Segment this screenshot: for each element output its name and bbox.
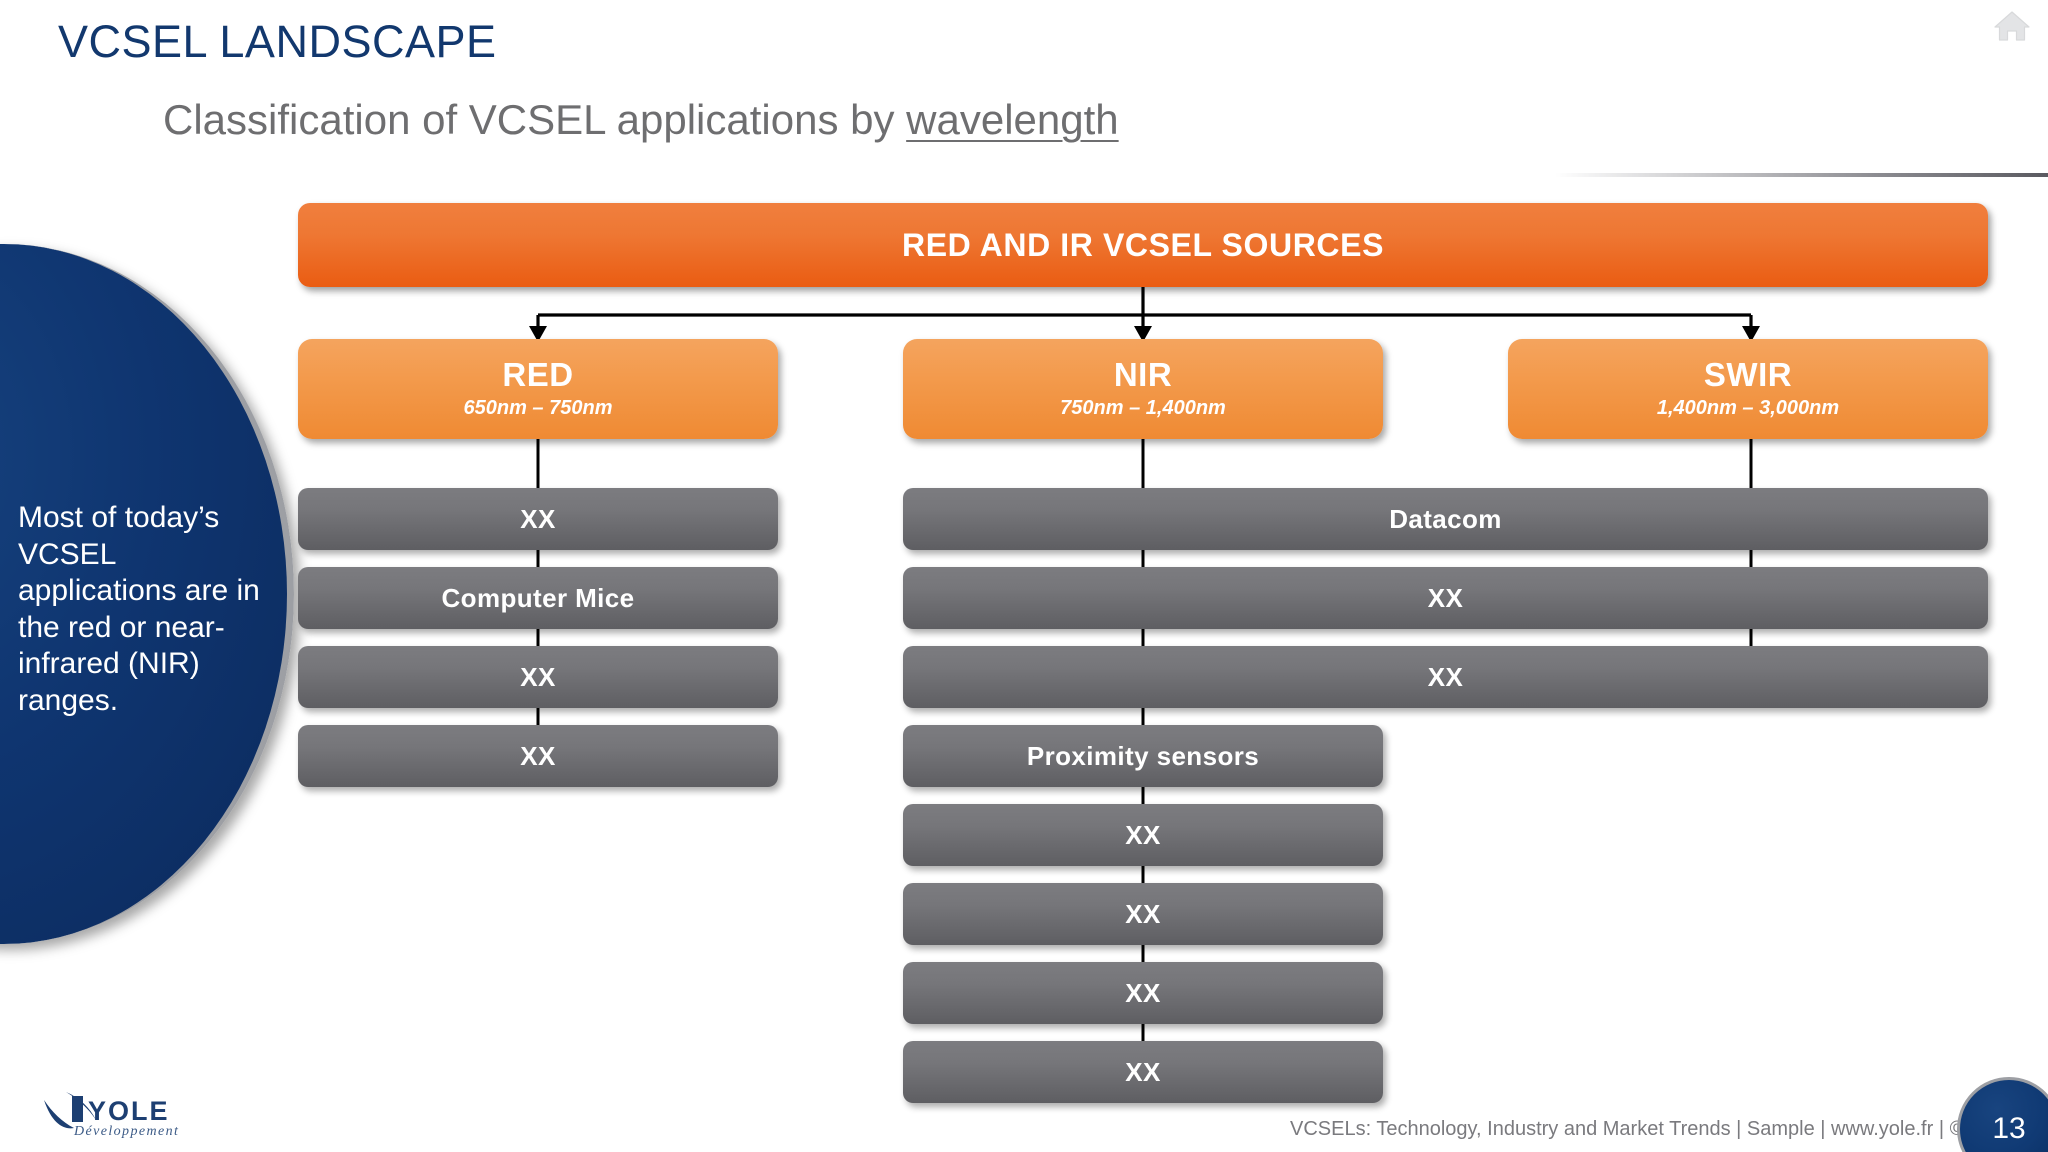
item-label: XX [1125,898,1161,929]
item-box[interactable]: XX [903,804,1383,866]
item-label: Datacom [1389,503,1502,534]
item-label: XX [1427,582,1464,613]
category-range: 650nm – 750nm [463,396,613,419]
item-box[interactable]: XX [298,725,778,787]
category-range: 1,400nm – 3,000nm [1656,396,1840,419]
subtitle-underlined-term: wavelength [906,96,1119,143]
item-box[interactable]: XX [903,962,1383,1024]
item-label: XX [520,740,556,771]
item-label: Proximity sensors [1026,740,1260,771]
item-label: Computer Mice [441,582,635,613]
item-box[interactable]: XX [298,646,778,708]
svg-text:Développement: Développement [73,1124,179,1139]
category-node-red[interactable]: RED 650nm – 750nm [298,339,778,439]
item-box-wide[interactable]: XX [903,646,1988,708]
svg-text:YOLE: YOLE [88,1096,170,1126]
callout-text: Most of today’s VCSEL applications are i… [18,501,260,717]
item-box-wide[interactable]: XX [903,567,1988,629]
root-node-red-and-ir-vcsel-sources[interactable]: RED AND IR VCSEL SOURCES [298,203,1988,287]
root-node-label: RED AND IR VCSEL SOURCES [901,226,1385,263]
item-box[interactable]: Proximity sensors [903,725,1383,787]
footer-credit: VCSELs: Technology, Industry and Market … [1290,1118,2009,1140]
item-box-wide[interactable]: Datacom [903,488,1988,550]
item-label: XX [1125,1056,1161,1087]
category-node-swir[interactable]: SWIR 1,400nm – 3,000nm [1508,339,1988,439]
category-name: SWIR [1703,356,1793,394]
header-divider-rule [1555,173,2048,177]
category-name: NIR [1113,356,1173,394]
home-icon[interactable] [1992,8,2032,44]
category-name: RED [502,356,574,394]
item-label: XX [1125,977,1161,1008]
item-box[interactable]: XX [298,488,778,550]
item-box[interactable]: XX [903,883,1383,945]
item-label: XX [520,503,556,534]
item-label: XX [1427,661,1464,692]
page-subtitle: Classification of VCSEL applications by … [163,96,1119,144]
item-box[interactable]: Computer Mice [298,567,778,629]
category-node-nir[interactable]: NIR 750nm – 1,400nm [903,339,1383,439]
subtitle-prefix: Classification of VCSEL applications by [163,96,907,143]
item-label: XX [1125,819,1161,850]
item-label: XX [520,661,556,692]
page-title: VCSEL LANDSCAPE [58,16,497,67]
item-box[interactable]: XX [903,1041,1383,1103]
page-number: 13 [1992,1112,2026,1145]
yole-developpement-logo: YOLE Développement [44,1092,179,1139]
category-range: 750nm – 1,400nm [1060,396,1226,419]
